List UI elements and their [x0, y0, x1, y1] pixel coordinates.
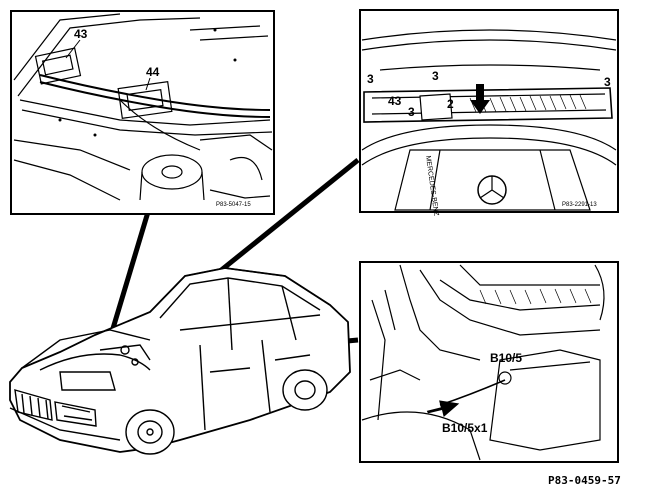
- label-b10-5x1: B10/5x1: [442, 421, 488, 435]
- car-illustration: [9, 267, 351, 455]
- label-3-a: 3: [367, 72, 374, 86]
- label-44-top-left: 44: [146, 65, 160, 79]
- label-3-c: 3: [408, 105, 415, 119]
- label-b10-5: B10/5: [490, 351, 522, 365]
- arrow-indicator: [470, 84, 490, 114]
- label-3-d: 3: [604, 75, 611, 89]
- panel-top-right: 3 3 3 3 43 2 MERCEDES-BENZ P83-2291-13: [359, 9, 619, 217]
- label-43-top-left: 43: [74, 27, 88, 41]
- label-2: 2: [447, 97, 454, 111]
- panel-bottom-right: B10/5 B10/5x1: [359, 261, 619, 463]
- arrow-indicator-bottom: [426, 400, 460, 418]
- label-43-top-right: 43: [388, 94, 402, 108]
- figure-code: P83-0459-57: [548, 474, 621, 487]
- callout-line-top-left: [105, 211, 151, 346]
- panel-code-top-right: P83-2291-13: [562, 202, 597, 208]
- panel-code-top-left: P83-5047-15: [216, 202, 251, 208]
- panel-top-left: 43 44 P83-5047-15: [10, 10, 275, 215]
- label-3-b: 3: [432, 69, 439, 83]
